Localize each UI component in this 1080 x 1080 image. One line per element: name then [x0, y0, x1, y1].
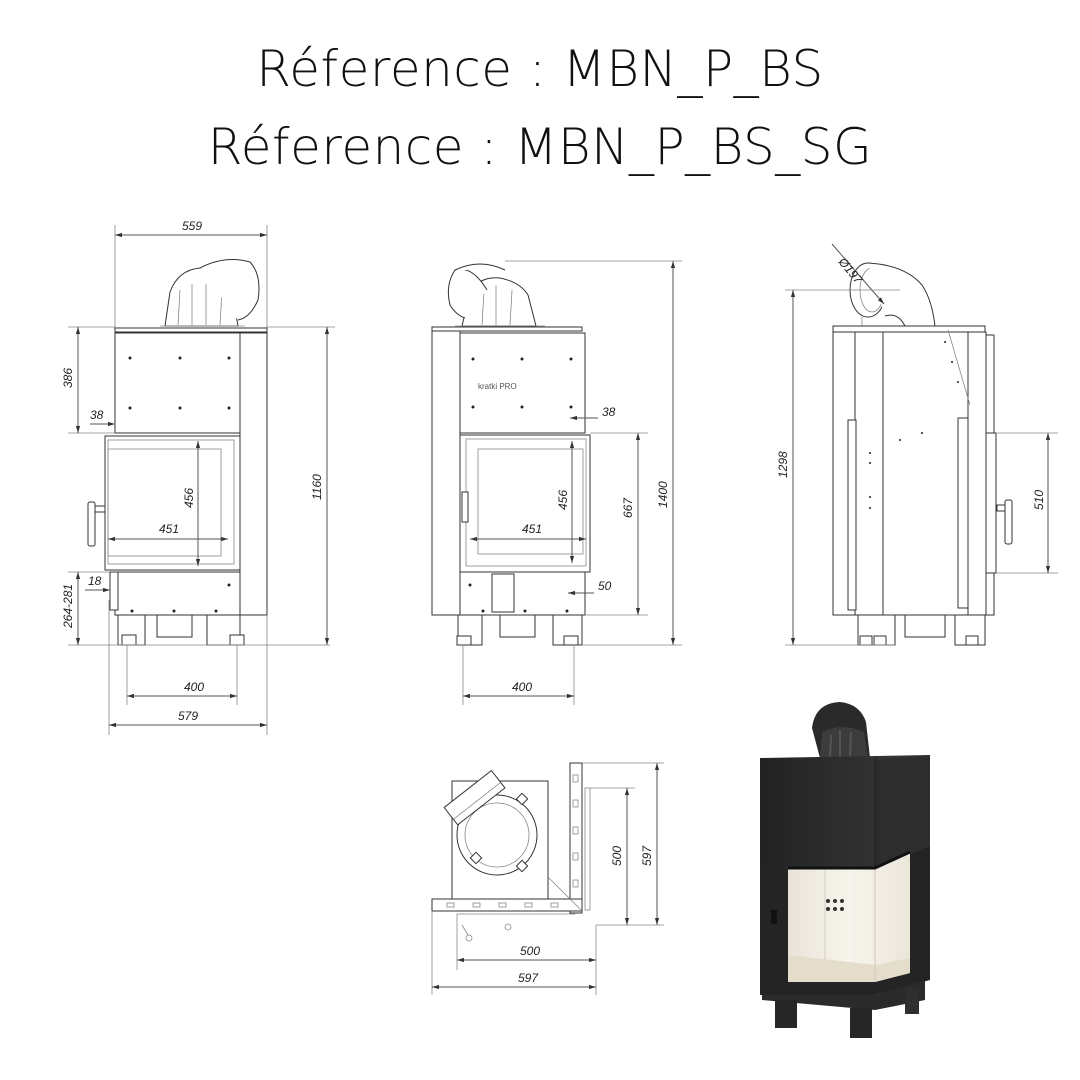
dim-total-height-2: 1400	[656, 481, 670, 508]
product-render	[760, 702, 930, 1038]
brand-logo: kratki PRO	[478, 382, 517, 391]
top-view: 500 597 500 597	[431, 762, 664, 995]
dim-frame-offset: 38	[90, 408, 104, 422]
dim-width-top: 559	[182, 219, 202, 233]
dim-side-offset: 18	[88, 574, 102, 588]
dim-hood-height: 386	[61, 368, 75, 388]
dim-side-offset-2: 50	[598, 579, 612, 593]
dim-leg-height: 264-281	[61, 584, 75, 629]
front-view: 559 386 38 456 451	[61, 219, 335, 735]
dim-outer-depth: 597	[640, 845, 654, 866]
dim-feet-spacing: 400	[184, 680, 204, 694]
dim-outer-width: 597	[518, 971, 539, 985]
dim-glass-width-2: 451	[522, 522, 542, 536]
side-view: Ø197 1298	[776, 243, 1058, 646]
dim-glass-height-2: 456	[556, 490, 570, 510]
dim-glass-height: 456	[182, 488, 196, 508]
dim-opening-height: 667	[621, 497, 635, 518]
dim-flue-height: 1298	[776, 451, 790, 478]
title-reference-1: Réference : MBN_P_BS	[256, 40, 824, 98]
dim-total-height: 1160	[310, 474, 324, 500]
side-front-view: kratki PRO 38 456 451 50 667	[431, 260, 682, 705]
dim-inner-width: 500	[520, 944, 540, 958]
dim-base-width: 579	[178, 709, 198, 723]
dim-inner-depth: 500	[610, 846, 624, 866]
title-reference-2: Réference : MBN_P_BS_SG	[207, 118, 873, 176]
dim-door-height: 510	[1032, 490, 1046, 510]
dim-feet-spacing-2: 400	[512, 680, 532, 694]
dim-frame-offset-2: 38	[602, 405, 616, 419]
dim-glass-width: 451	[159, 522, 179, 536]
